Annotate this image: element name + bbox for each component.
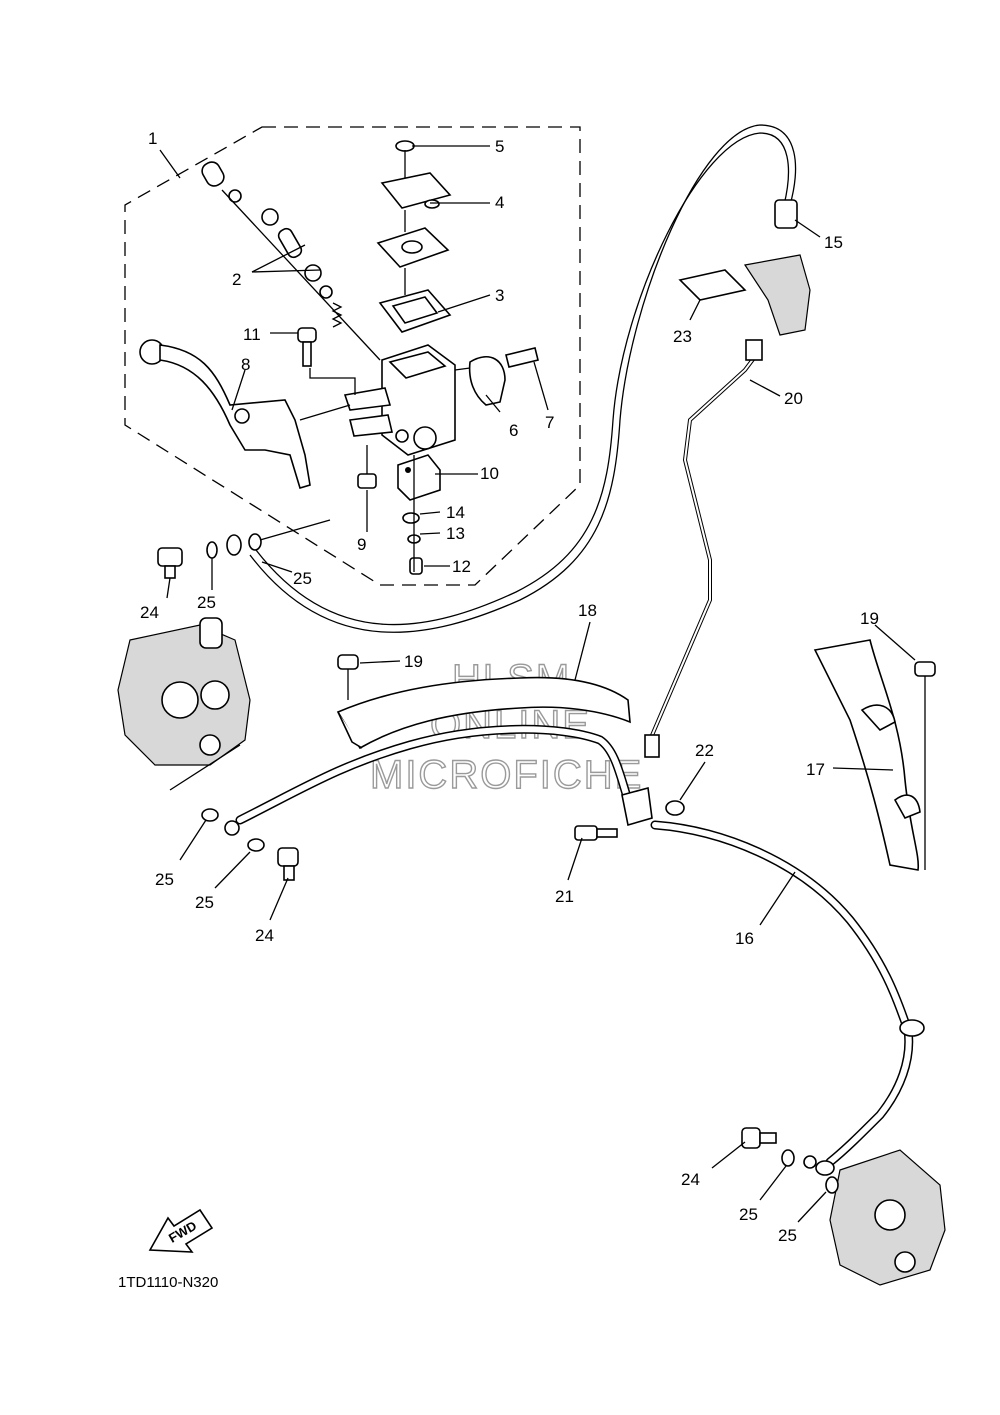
callout-21: 21 [555,887,574,906]
callout-19-right: 19 [860,609,879,628]
reservoir-cap-stack [376,140,452,333]
upper-hose-outer [249,124,797,633]
callout-12: 12 [452,557,471,576]
upper-banjo-group [157,519,331,579]
watermark-line-3: MICROFICHE [370,753,643,797]
callout-25-lower-mid: 25 [739,1205,758,1224]
callout-20: 20 [784,389,803,408]
leader-lines [159,145,916,1223]
callout-10: 10 [480,464,499,483]
callout-13: 13 [446,524,465,543]
main-front-hose [650,820,925,1176]
callout-16: 16 [735,929,754,948]
callout-5: 5 [495,137,504,156]
hose-fitting-15 [678,199,811,336]
master-cylinder-body [343,344,456,456]
diagram-code: 1TD1110-N320 [118,1274,218,1291]
callout-9: 9 [357,535,366,554]
callout-24-lower-right: 24 [681,1170,700,1189]
callout-4: 4 [495,193,504,212]
right-caliper [741,1127,946,1286]
callout-14: 14 [446,503,465,522]
callout-23: 23 [673,327,692,346]
brake-joint [574,339,763,841]
callout-15: 15 [824,233,843,252]
callout-17: 17 [806,760,825,779]
callout-11: 11 [243,325,261,344]
callout-1: 1 [148,129,157,148]
callout-7: 7 [545,413,554,432]
callout-6: 6 [509,421,518,440]
callout-25-lower-right: 25 [778,1226,797,1245]
callout-2: 2 [232,270,241,289]
callout-25-upper-right: 25 [293,569,312,588]
callout-19-left: 19 [404,652,423,671]
brake-switch-group [357,445,441,575]
hose-guide [336,654,631,750]
callout-25-upper-left: 25 [197,593,216,612]
fork-cover [813,639,936,871]
piston-kit [201,161,381,361]
callout-22: 22 [695,741,714,760]
lower-left-hose [201,724,633,881]
callout-3: 3 [495,286,504,305]
brake-lever [139,339,351,489]
callout-24-lower-left: 24 [255,926,274,945]
callout-18: 18 [578,601,597,620]
pivot-bolt [297,327,356,395]
upper-hose-inner [255,132,790,626]
callout-25-mid: 25 [195,893,214,912]
handlebar-holder [454,347,539,406]
callout-25-mid-left: 25 [155,870,174,889]
left-caliper [117,617,251,791]
callout-numbers: 1 2 3 4 5 6 7 8 9 10 11 12 13 14 15 16 1… [140,129,879,1245]
fwd-arrow-icon: FWD [148,1208,214,1253]
callout-8: 8 [241,355,250,374]
callout-24-upper: 24 [140,603,159,622]
master-cylinder-assembly-boundary [124,126,581,586]
